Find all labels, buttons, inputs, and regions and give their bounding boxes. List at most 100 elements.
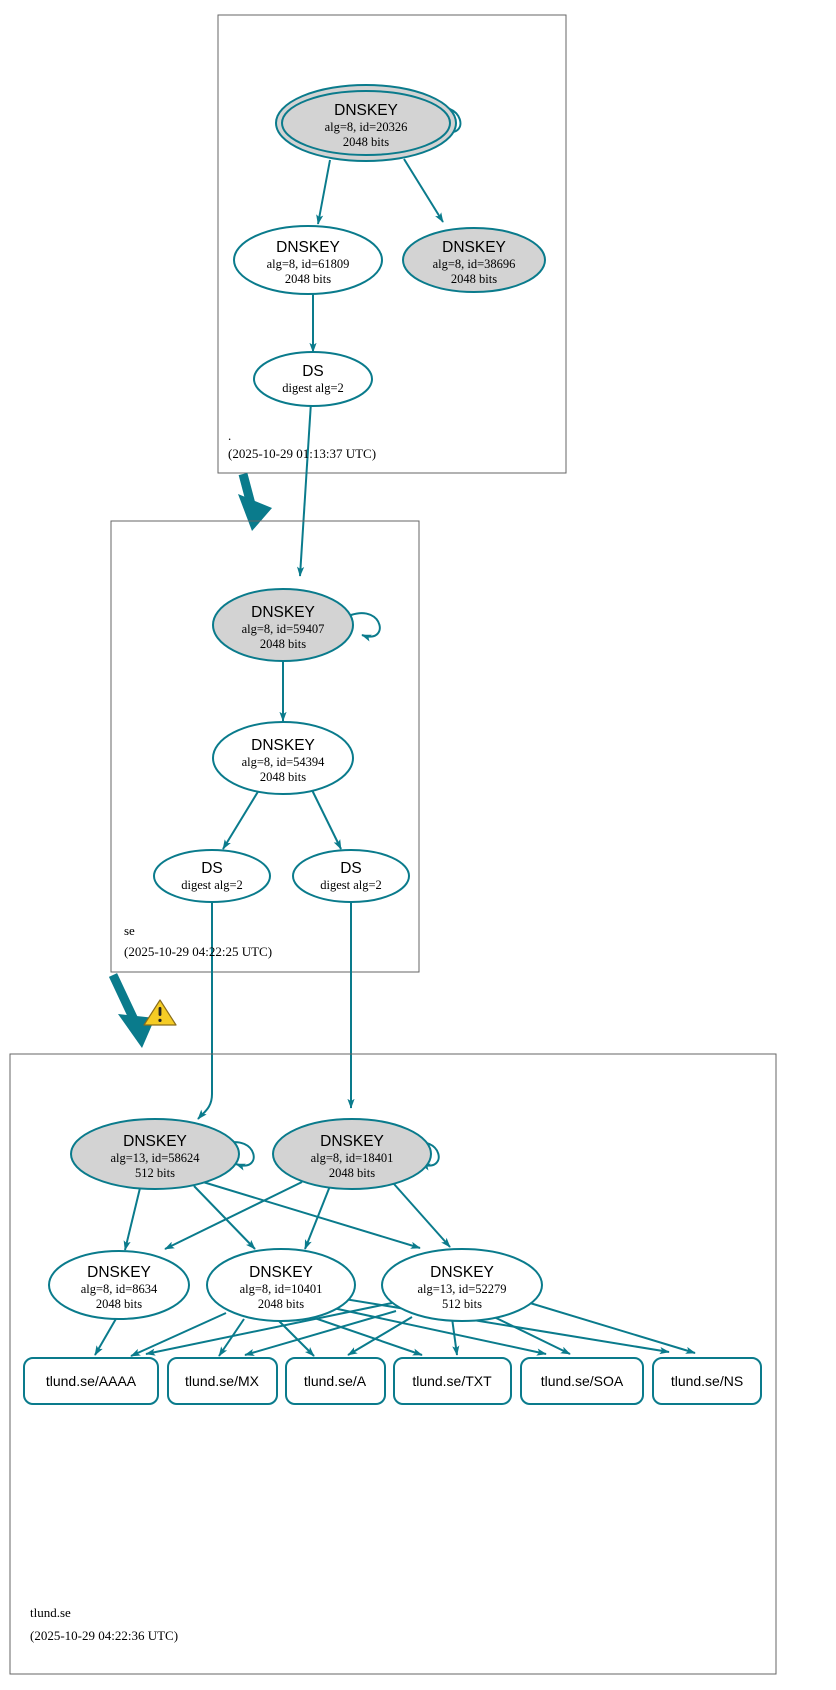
zone-se: DNSKEY alg=8, id=59407 2048 bits DNSKEY …	[108, 520, 420, 1120]
edge-se-ds1-to-tlund-ksk-58624	[197, 902, 213, 1120]
edge-52279-to-a	[347, 1316, 413, 1356]
node-tlund-key-10401[interactable]: DNSKEY alg=8, id=10401 2048 bits	[206, 1248, 356, 1322]
edge-10401-to-txt	[299, 1312, 423, 1356]
node-root-ksk-20326[interactable]: DNSKEY alg=8, id=20326 2048 bits	[275, 84, 457, 162]
node-title: DNSKEY	[87, 1264, 151, 1281]
edge-root-ksk-to-key38696	[403, 158, 444, 223]
node-line2: alg=13, id=52279	[417, 1282, 506, 1296]
node-se-zsk-54394[interactable]: DNSKEY alg=8, id=54394 2048 bits	[212, 721, 354, 795]
node-tlund-ksk-18401[interactable]: DNSKEY alg=8, id=18401 2048 bits	[272, 1118, 432, 1190]
node-se-ksk-59407[interactable]: DNSKEY alg=8, id=59407 2048 bits	[212, 588, 354, 662]
node-title: DNSKEY	[320, 1133, 384, 1150]
edge-52279-to-txt	[451, 1317, 460, 1356]
edge-58624-to-8634	[123, 1187, 141, 1251]
rrset-tlund-se-mx[interactable]: tlund.se/MX	[167, 1357, 278, 1405]
node-line3: 2048 bits	[329, 1166, 375, 1180]
rrset-tlund-se-ns[interactable]: tlund.se/NS	[652, 1357, 762, 1405]
edge-52279-to-ns	[519, 1299, 696, 1354]
delegation-arrow-root-to-se-head	[238, 494, 272, 531]
node-line3: 2048 bits	[260, 637, 306, 651]
rrset-label: tlund.se/AAAA	[46, 1373, 137, 1389]
zone-label-se: se	[124, 923, 135, 938]
edge-10401-to-aaaa	[130, 1312, 227, 1357]
node-title: DNSKEY	[249, 1264, 313, 1281]
node-title: DS	[201, 860, 223, 877]
node-title: DNSKEY	[251, 737, 315, 754]
rrset-tlund-se-soa[interactable]: tlund.se/SOA	[520, 1357, 644, 1405]
node-title: DNSKEY	[334, 102, 398, 119]
zone-timestamp-tlund-se: (2025-10-29 04:22:36 UTC)	[30, 1628, 178, 1643]
edge-10401-to-mx	[218, 1318, 245, 1357]
node-line3: 2048 bits	[451, 272, 497, 286]
node-tlund-ksk-58624[interactable]: DNSKEY alg=13, id=58624 512 bits	[70, 1118, 240, 1190]
node-title: DNSKEY	[251, 604, 315, 621]
edge-se-zsk-to-ds-1	[222, 789, 260, 850]
edge-18401-to-8634	[164, 1181, 303, 1250]
zone-timestamp-se: (2025-10-29 04:22:25 UTC)	[124, 944, 272, 959]
node-line2: alg=8, id=8634	[81, 1282, 158, 1296]
node-title: DS	[340, 860, 362, 877]
node-tlund-key-52279[interactable]: DNSKEY alg=13, id=52279 512 bits	[381, 1248, 543, 1322]
zone-label-tlund-se: tlund.se	[30, 1605, 71, 1620]
edge-group-se	[108, 612, 381, 1120]
edge-root-ds-to-se-ksk	[296, 401, 312, 577]
node-root-zsk-61809[interactable]: DNSKEY alg=8, id=61809 2048 bits	[233, 225, 383, 295]
node-line3: 2048 bits	[260, 770, 306, 784]
zone-label-root: .	[228, 428, 231, 443]
zone-timestamp-root: (2025-10-29 01:13:37 UTC)	[228, 446, 376, 461]
zone-root: DNSKEY alg=8, id=20326 2048 bits DNSKEY …	[217, 14, 567, 577]
edge-8634-to-aaaa	[94, 1316, 118, 1356]
edge-self-se-ksk-59407	[350, 612, 381, 642]
node-line2: alg=8, id=54394	[242, 755, 326, 769]
node-line2: alg=8, id=59407	[242, 622, 325, 636]
zone-tlund-se: DNSKEY alg=13, id=58624 512 bits DNSKEY …	[9, 1053, 777, 1675]
rrset-label: tlund.se/MX	[185, 1373, 260, 1389]
warning-triangle-icon	[143, 999, 177, 1026]
node-title: DNSKEY	[276, 239, 340, 256]
node-line3: 2048 bits	[96, 1297, 142, 1311]
node-line2: alg=8, id=38696	[433, 257, 516, 271]
edge-52279-to-mx	[244, 1310, 397, 1356]
zone-tlund-se-border	[9, 1053, 777, 1675]
rrset-label: tlund.se/A	[304, 1373, 367, 1389]
node-line3: 2048 bits	[258, 1297, 304, 1311]
zone-root-border	[217, 14, 567, 474]
rrset-label: tlund.se/TXT	[412, 1373, 492, 1389]
node-line3: 512 bits	[135, 1166, 175, 1180]
edge-52279-to-aaaa	[145, 1302, 393, 1356]
edge-se-zsk-to-ds-2	[311, 789, 342, 850]
edge-58624-to-10401	[193, 1185, 256, 1250]
node-line2: alg=8, id=10401	[240, 1282, 323, 1296]
node-se-ds-1[interactable]: DS digest alg=2	[153, 849, 271, 903]
zone-se-border	[110, 520, 420, 973]
edge-root-ksk-to-zsk	[316, 159, 331, 225]
node-line2: alg=8, id=20326	[325, 120, 408, 134]
edge-10401-to-ns	[313, 1293, 670, 1355]
rrset-tlund-se-a[interactable]: tlund.se/A	[285, 1357, 386, 1405]
edge-18401-to-52279	[393, 1183, 451, 1248]
node-root-key-38696[interactable]: DNSKEY alg=8, id=38696 2048 bits	[402, 227, 546, 293]
node-title: DNSKEY	[430, 1264, 494, 1281]
node-se-ds-2[interactable]: DS digest alg=2	[292, 849, 410, 903]
node-title: DS	[302, 363, 324, 380]
node-line2: alg=13, id=58624	[110, 1151, 200, 1165]
node-title: DNSKEY	[442, 239, 506, 256]
node-line2: digest alg=2	[320, 878, 382, 892]
edge-18401-to-10401	[304, 1185, 331, 1250]
rrset-label: tlund.se/NS	[671, 1373, 743, 1389]
node-line2: digest alg=2	[181, 878, 243, 892]
node-line2: alg=8, id=18401	[311, 1151, 394, 1165]
node-tlund-key-8634[interactable]: DNSKEY alg=8, id=8634 2048 bits	[48, 1250, 190, 1320]
node-line3: 2048 bits	[343, 135, 389, 149]
edge-group-root	[238, 106, 462, 577]
rrset-label: tlund.se/SOA	[541, 1373, 624, 1389]
node-line2: alg=8, id=61809	[267, 257, 350, 271]
rrset-tlund-se-txt[interactable]: tlund.se/TXT	[393, 1357, 512, 1405]
node-root-ds[interactable]: DS digest alg=2	[253, 351, 373, 407]
rrset-tlund-se-aaaa[interactable]: tlund.se/AAAA	[23, 1357, 159, 1405]
node-title: DNSKEY	[123, 1133, 187, 1150]
node-line2: digest alg=2	[282, 381, 344, 395]
node-line3: 2048 bits	[285, 272, 331, 286]
node-line3: 512 bits	[442, 1297, 482, 1311]
